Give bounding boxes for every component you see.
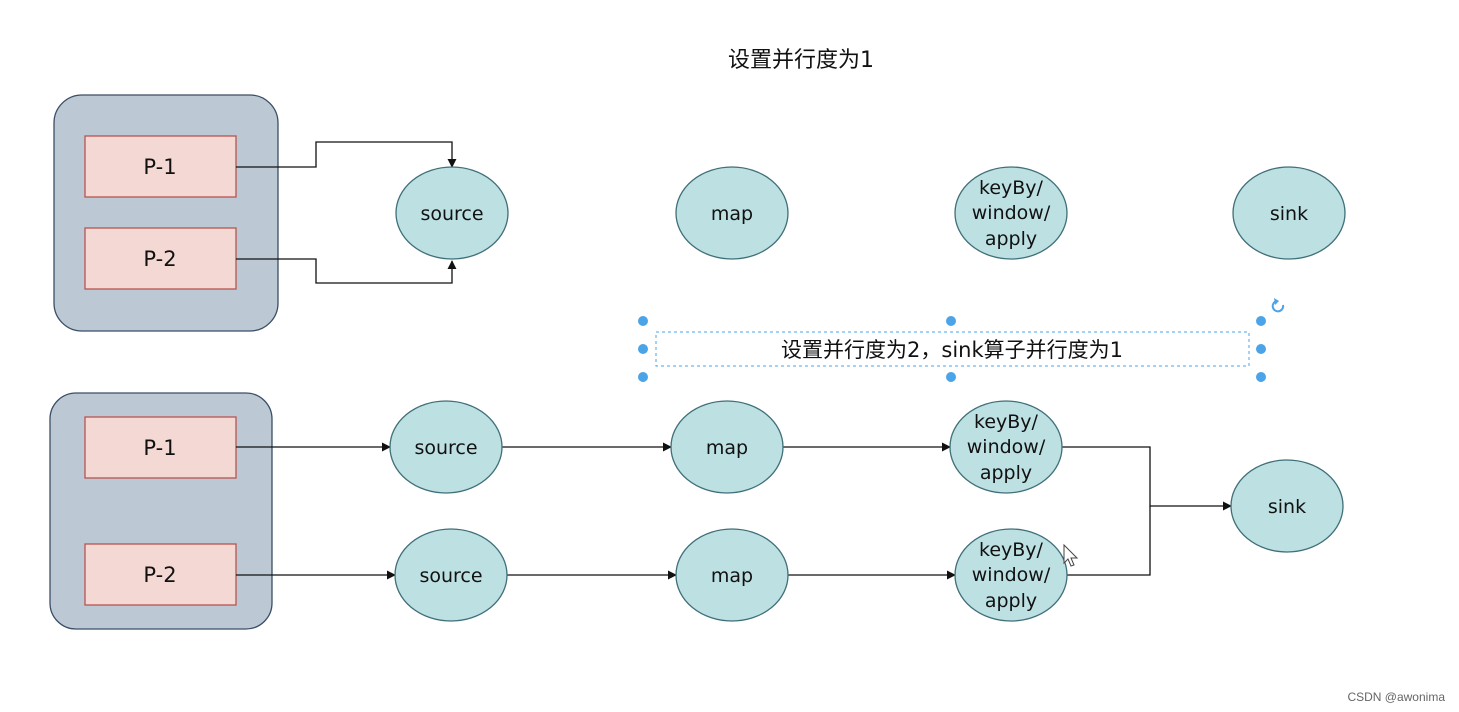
source-node-2[interactable] — [394, 528, 508, 622]
top-sink-node[interactable] — [1232, 166, 1346, 260]
keyby-node-1-line2: window/ — [967, 436, 1046, 458]
selection-handle-tm[interactable] — [946, 316, 956, 326]
watermark: CSDN @awonima — [1347, 690, 1445, 704]
source-node-2-label: source — [419, 565, 482, 587]
bottom-partition-p1-label: P-1 — [143, 436, 176, 460]
top-source-node[interactable] — [395, 166, 509, 260]
map-node-1[interactable] — [670, 400, 784, 494]
edge-keyby1-to-sink[interactable] — [1062, 446, 1232, 511]
source-node-1[interactable] — [389, 400, 503, 494]
top-partition-p2[interactable] — [84, 227, 237, 290]
bottom-title-selection-box[interactable] — [655, 331, 1250, 367]
top-edge-p1-to-source[interactable] — [236, 141, 457, 168]
selection-handle-tl[interactable] — [638, 316, 648, 326]
selection-handle-br[interactable] — [1256, 372, 1266, 382]
bottom-partition-p2-label: P-2 — [143, 563, 176, 587]
top-keyby-label-line2: window/ — [972, 202, 1051, 224]
keyby-node-2-line3: apply — [985, 590, 1037, 612]
top-sink-label: sink — [1270, 203, 1308, 225]
top-partition-p1-label: P-1 — [143, 155, 176, 179]
map-node-1-label: map — [706, 437, 748, 459]
map-node-2-label: map — [711, 565, 753, 587]
top-map-label: map — [711, 203, 753, 225]
keyby-node-1[interactable] — [949, 400, 1063, 494]
selection-handle-bl[interactable] — [638, 372, 648, 382]
selection-handle-tr[interactable] — [1256, 316, 1266, 326]
bottom-sink-node[interactable] — [1230, 459, 1344, 553]
bottom-sink-label: sink — [1268, 496, 1306, 518]
map-node-2[interactable] — [675, 528, 789, 622]
top-keyby-label-line3: apply — [985, 228, 1037, 250]
top-source-label: source — [420, 203, 483, 225]
bottom-diagram-title: 设置并行度为2，sink算子并行度为1 — [781, 338, 1123, 362]
top-diagram-title: 设置并行度为1 — [728, 48, 874, 73]
keyby-node-2[interactable] — [954, 528, 1068, 622]
keyby-node-1-line1: keyBy/ — [974, 411, 1039, 433]
top-partition-container[interactable] — [53, 94, 279, 332]
top-keyby-node[interactable] — [954, 166, 1068, 260]
edge-keyby2-to-sink[interactable] — [1067, 506, 1151, 576]
mouse-cursor-icon — [1063, 543, 1079, 567]
selection-handle-ml[interactable] — [638, 344, 648, 354]
top-edge-p2-to-source[interactable] — [236, 258, 457, 284]
top-partition-p1[interactable] — [84, 135, 237, 198]
top-map-node[interactable] — [675, 166, 789, 260]
top-keyby-label-line1: keyBy/ — [979, 177, 1044, 199]
keyby-node-1-line3: apply — [980, 462, 1032, 484]
keyby-node-2-line1: keyBy/ — [979, 539, 1044, 561]
source-node-1-label: source — [414, 437, 477, 459]
selection-handles[interactable] — [638, 316, 1266, 382]
top-partition-p2-label: P-2 — [143, 247, 176, 271]
selection-handle-bm[interactable] — [946, 372, 956, 382]
rotate-handle-icon[interactable] — [1271, 298, 1285, 313]
bottom-partition-p1[interactable] — [84, 416, 237, 479]
keyby-node-2-line2: window/ — [972, 564, 1051, 586]
selection-handle-mr[interactable] — [1256, 344, 1266, 354]
